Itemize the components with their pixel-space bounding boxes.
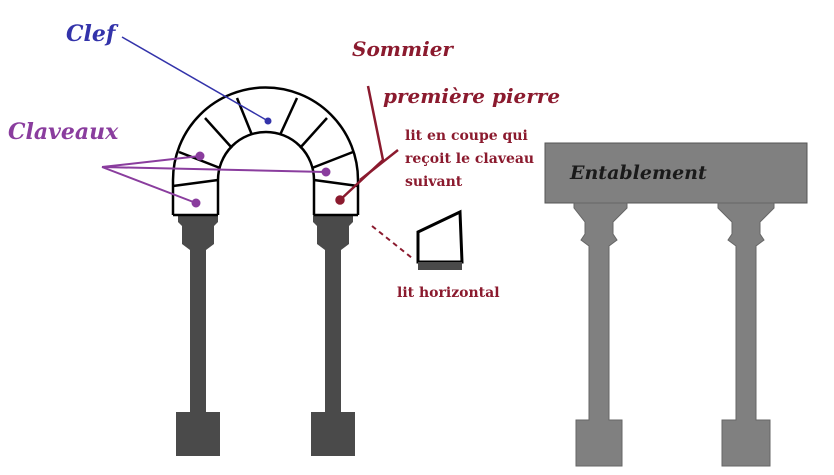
label-sommier: Sommier [352,37,454,61]
entablement-beam [544,142,808,204]
label-lit-coupe-1: lit en coupe qui [405,128,528,144]
label-premiere-pierre: première pierre [383,84,560,108]
label-lit-horizontal: lit horizontal [397,285,500,301]
right-post [717,202,775,467]
label-lit-coupe-3: suivant [405,174,463,190]
label-claveaux: Claveaux [8,119,119,145]
left-column [176,215,220,456]
label-clef: Clef [66,21,119,47]
arch-voussoirs [171,86,360,217]
sommier-leaders [335,85,413,259]
label-lit-coupe-2: reçoit le claveau [405,151,534,167]
claveaux-leaders [101,151,331,208]
clef-leader [121,36,272,125]
entablature-structure [544,142,808,467]
label-entablement: Entablement [569,162,707,184]
right-column [311,215,355,456]
detached-voussoir [416,209,464,270]
left-post [573,202,628,467]
